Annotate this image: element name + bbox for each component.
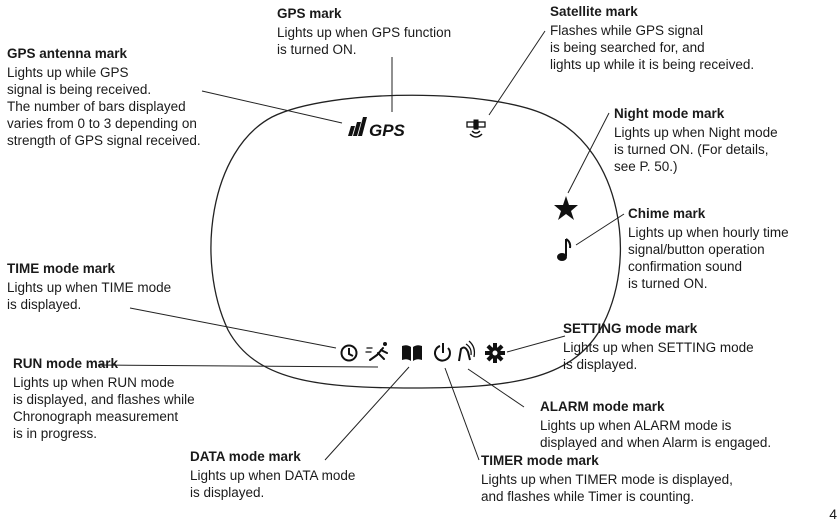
callout-line: signal/button operation [628, 242, 765, 257]
callout-line: Lights up when DATA mode [190, 468, 356, 483]
callout-line: is turned ON. (For details, [614, 142, 769, 157]
callout-line: is displayed. [7, 297, 82, 312]
callout-line: Lights up while GPS [7, 65, 129, 80]
gps-antenna-bars-icon [348, 117, 367, 136]
callout-title: Night mode mark [614, 106, 725, 121]
callout-gps: GPS mark Lights up when GPS function is … [277, 5, 451, 58]
callout-line: is displayed. [563, 357, 638, 372]
callout-line: is displayed, and flashes while [13, 392, 195, 407]
callout-line: is turned ON. [277, 42, 357, 57]
callout-line: The number of bars displayed [7, 99, 186, 114]
gear-icon [485, 343, 505, 363]
callout-line: Lights up when TIMER mode is displayed, [481, 472, 733, 487]
star-icon [554, 196, 578, 220]
callout-line: is in progress. [13, 426, 98, 441]
callout-time: TIME mode mark Lights up when TIME mode … [7, 260, 171, 313]
callout-line: varies from 0 to 3 depending on [7, 116, 197, 131]
gps-text: GPS [369, 121, 406, 140]
callout-title: RUN mode mark [13, 356, 119, 371]
callout-line: Chronograph measurement [13, 409, 179, 424]
timer-icon [433, 343, 451, 362]
callout-line: see P. 50.) [614, 159, 678, 174]
callout-title: ALARM mode mark [540, 399, 665, 414]
runner-icon [365, 342, 388, 361]
callout-title: TIME mode mark [7, 261, 116, 276]
callout-run: RUN mode mark Lights up when RUN mode is… [13, 355, 195, 442]
callout-timer: TIMER mode mark Lights up when TIMER mod… [481, 452, 733, 505]
callout-line: Lights up when SETTING mode [563, 340, 754, 355]
book-icon [402, 345, 422, 361]
callout-title: SETTING mode mark [563, 321, 698, 336]
callout-line: signal is being received. [7, 82, 152, 97]
clock-icon [340, 344, 358, 362]
callout-line: Lights up when RUN mode [13, 375, 175, 390]
alarm-icon [458, 340, 476, 362]
callout-line: is turned ON. [628, 276, 708, 291]
callout-line: displayed and when Alarm is engaged. [540, 435, 772, 450]
callout-line: confirmation sound [628, 259, 743, 274]
music-note-icon [557, 238, 572, 261]
callout-line: Lights up when GPS function [277, 25, 452, 40]
callout-satellite: Satellite mark Flashes while GPS signal … [550, 3, 754, 73]
callout-line: Lights up when TIME mode [7, 280, 172, 295]
callout-line: Lights up when Night mode [614, 125, 778, 140]
callout-line: lights up while it is being received. [550, 57, 755, 72]
callout-title: GPS mark [277, 6, 342, 21]
callout-title: TIMER mode mark [481, 453, 599, 468]
callout-title: Chime mark [628, 206, 706, 221]
callout-line: is displayed. [190, 485, 265, 500]
callout-night: Night mode mark Lights up when Night mod… [614, 105, 778, 175]
leader-lines [97, 30, 625, 461]
callout-title: DATA mode mark [190, 449, 301, 464]
page-number: 4 [829, 506, 837, 522]
callout-data: DATA mode mark Lights up when DATA mode … [190, 448, 355, 501]
callout-line: is being searched for, and [550, 40, 705, 55]
callout-title: GPS antenna mark [7, 46, 128, 61]
callout-line: Lights up when hourly time [628, 225, 789, 240]
callout-line: strength of GPS signal received. [7, 133, 201, 148]
callout-chime: Chime mark Lights up when hourly time si… [628, 205, 789, 292]
display-outline [210, 94, 622, 389]
callout-gps-antenna: GPS antenna mark Lights up while GPS sig… [7, 45, 201, 149]
callout-title: Satellite mark [550, 4, 638, 19]
satellite-icon [466, 119, 486, 138]
callout-line: and flashes while Timer is counting. [481, 489, 695, 504]
callout-alarm: ALARM mode mark Lights up when ALARM mod… [540, 398, 771, 451]
callout-setting: SETTING mode mark Lights up when SETTING… [563, 320, 754, 373]
callout-line: Lights up when ALARM mode is [540, 418, 732, 433]
callout-line: Flashes while GPS signal [550, 23, 704, 38]
